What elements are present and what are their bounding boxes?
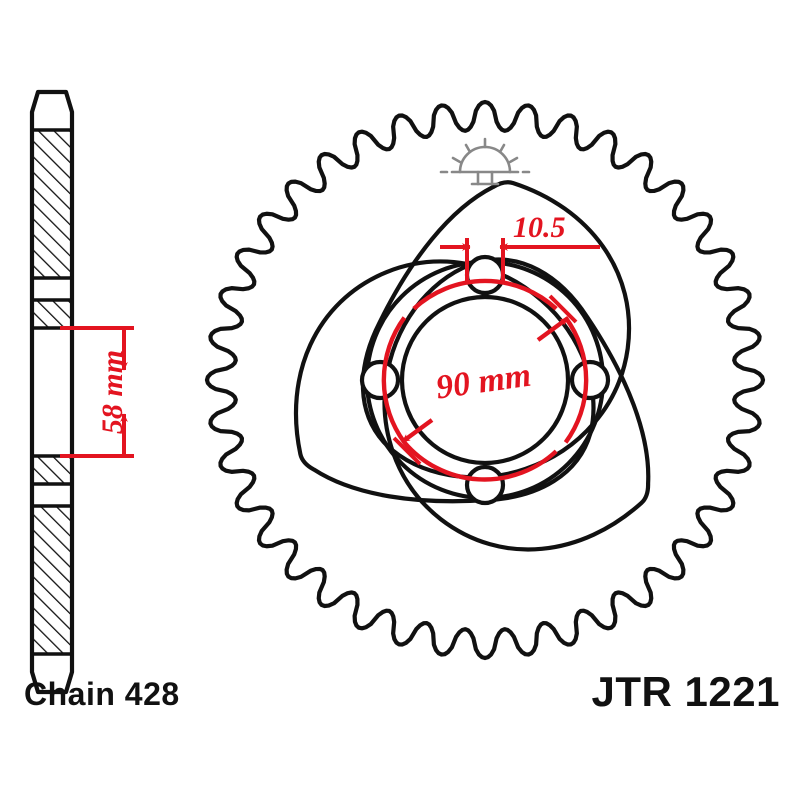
chain-size-label: Chain 428 [24,676,180,712]
bolt-circle-arc-right [563,316,589,444]
side-section-view [29,89,75,695]
dimension-10-5: 10.5 [440,211,600,284]
centre-bore-circle [399,294,571,466]
spoke-cutout-1 [360,180,632,480]
sunrise-logo-icon [439,137,531,186]
bolt-circle-arc-top [412,278,558,311]
dimension-10-5-text: 10.5 [513,211,566,244]
part-number-label: JTR 1221 [591,668,780,715]
section-hatching [32,130,72,654]
dimension-58mm: 58 mm [60,326,134,458]
bolt-hole-bottom [464,464,506,506]
dimension-90mm-text: 90 mm [434,357,534,407]
bolt-hole-top [464,254,506,296]
dimension-58mm-text: 58 mm [96,350,129,434]
side-section-divisions [32,128,72,656]
bolt-circle-arc-bottom [402,440,558,482]
bolt-circle-arc-left [381,316,407,444]
bolt-hole-left [359,359,401,401]
bolt-hole-right [569,359,611,401]
spoke-cutout-2 [382,257,651,552]
sprocket-teeth-outline [204,99,766,661]
